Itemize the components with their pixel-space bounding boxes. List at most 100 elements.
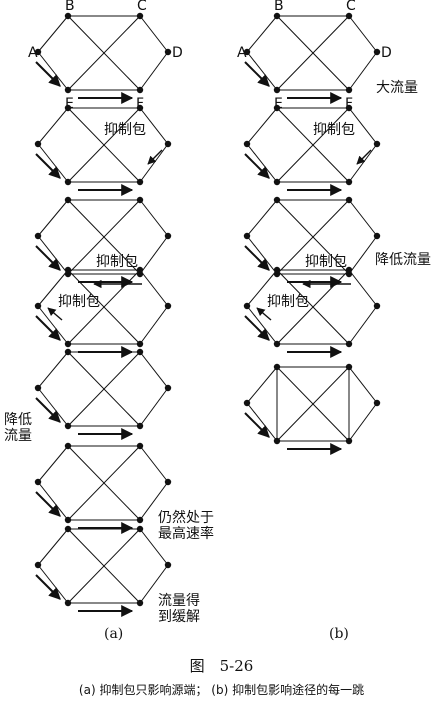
router-node (64, 340, 72, 348)
router-node (164, 302, 172, 310)
router-node (273, 196, 281, 204)
node-label-5: F (136, 96, 144, 112)
link-edge (139, 351, 169, 389)
router-node (373, 232, 381, 240)
router-node (273, 104, 281, 112)
flow-arrow-a-e (35, 574, 61, 600)
flow-arrow-a-e (244, 412, 270, 438)
link-edge (348, 107, 378, 145)
choke-packet-arrow (256, 307, 272, 321)
network-panel-a-4: 抑制包 (34, 266, 172, 358)
network-panel-a-5: 降低流量 (4, 348, 172, 444)
link-edge (246, 235, 278, 275)
link-edge (246, 402, 278, 442)
router-node (136, 340, 144, 348)
router-node (136, 266, 144, 274)
flow-arrow-a-e (244, 153, 270, 179)
link-edge (139, 445, 169, 483)
router-node (373, 140, 381, 148)
link-edge (37, 564, 69, 604)
link-edge (67, 107, 141, 183)
network-panel-b-2: 抑制包 (243, 104, 381, 196)
flow-arrow-a-e (35, 153, 61, 179)
side-note: 降低流量 (4, 412, 32, 444)
link-edge (348, 305, 378, 345)
router-node (34, 561, 42, 569)
router-node (345, 363, 353, 371)
router-node (136, 525, 144, 533)
network-panel-b-3: 抑制包降低流量 (243, 196, 431, 289)
link-edge (37, 445, 69, 483)
router-node (64, 196, 72, 204)
router-node (373, 48, 381, 56)
node-label-1: B (274, 0, 284, 14)
link-edge (348, 51, 378, 91)
choke-packet-label: 抑制包 (104, 122, 146, 138)
node-label-2: C (346, 0, 356, 14)
link-edge (276, 107, 350, 183)
router-node (345, 437, 353, 445)
link-edge (139, 387, 169, 427)
router-node (64, 348, 72, 356)
router-node (136, 196, 144, 204)
link-edge (246, 15, 278, 53)
router-node (243, 302, 251, 310)
router-node (136, 422, 144, 430)
flow-arrow-a-e (35, 397, 61, 423)
link-edge (37, 143, 69, 183)
link-edge (37, 107, 69, 145)
router-node (136, 178, 144, 186)
link-edge (67, 528, 141, 604)
flow-arrow-a-e (35, 491, 61, 517)
side-note: 流量得到缓解 (158, 592, 200, 625)
link-edge (67, 351, 141, 427)
router-node (164, 561, 172, 569)
flow-arrow-a-e (244, 245, 270, 271)
link-edge (348, 269, 378, 307)
router-node (64, 178, 72, 186)
flow-arrow-a-e (35, 245, 61, 271)
router-node (34, 384, 42, 392)
router-node (345, 196, 353, 204)
link-edge (246, 143, 278, 183)
router-node (243, 399, 251, 407)
choke-packet-arrow (356, 149, 372, 165)
link-edge (139, 235, 169, 275)
link-edge (139, 15, 169, 53)
link-edge (139, 528, 169, 566)
router-node (345, 86, 353, 94)
node-label-1: B (65, 0, 75, 14)
router-node (64, 86, 72, 94)
link-edge (348, 15, 378, 53)
node-label-0: A (237, 45, 247, 61)
router-node (34, 140, 42, 148)
network-panel-b-5 (243, 363, 381, 455)
router-node (273, 12, 281, 20)
network-panel-b-4: 抑制包 (243, 266, 381, 358)
link-edge (139, 564, 169, 604)
router-node (243, 48, 251, 56)
router-node (136, 599, 144, 607)
router-node (345, 178, 353, 186)
link-edge (276, 269, 350, 345)
router-node (164, 48, 172, 56)
router-node (136, 516, 144, 524)
link-edge (139, 51, 169, 91)
router-node (243, 232, 251, 240)
link-edge (37, 51, 69, 91)
router-node (273, 178, 281, 186)
router-node (273, 437, 281, 445)
link-edge (37, 199, 69, 237)
figure-title: 图 5-26 (189, 657, 254, 675)
router-node (164, 232, 172, 240)
router-node (34, 232, 42, 240)
link-edge (276, 199, 350, 275)
choke-packet-arrow (47, 307, 63, 321)
router-node (273, 86, 281, 94)
link-edge (67, 445, 141, 521)
link-edge (276, 366, 350, 442)
